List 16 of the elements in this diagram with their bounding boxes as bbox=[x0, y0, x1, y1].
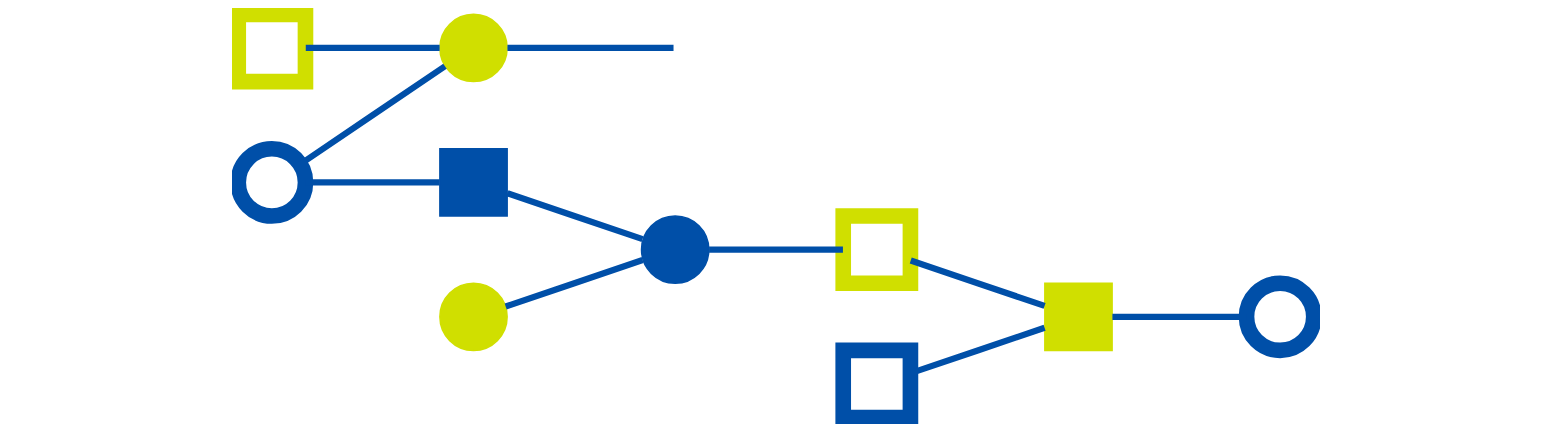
connector bbox=[506, 190, 644, 243]
node-box bbox=[1044, 282, 1113, 352]
connector bbox=[507, 44, 674, 52]
node-circle bbox=[439, 13, 508, 83]
connector bbox=[909, 257, 1046, 309]
connector bbox=[504, 257, 644, 310]
node-box bbox=[439, 148, 508, 217]
connector bbox=[305, 44, 440, 52]
node-box bbox=[835, 208, 919, 292]
node-circle bbox=[232, 140, 314, 224]
node-box bbox=[835, 342, 919, 424]
node-circle bbox=[640, 215, 710, 284]
connector bbox=[709, 246, 843, 253]
node-circle bbox=[1238, 275, 1320, 359]
node-box bbox=[232, 8, 314, 90]
node-circle bbox=[439, 282, 508, 352]
